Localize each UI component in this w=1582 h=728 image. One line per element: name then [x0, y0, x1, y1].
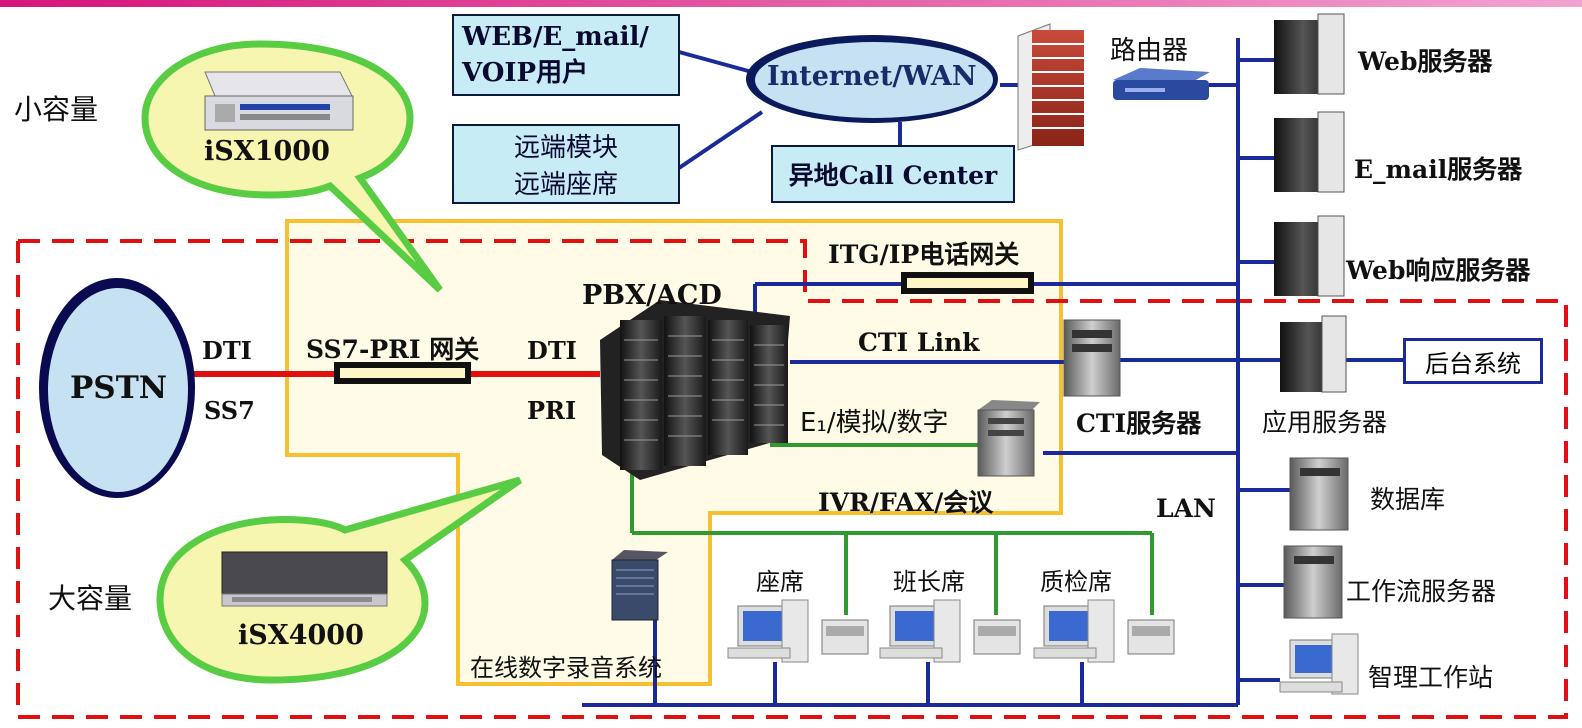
pstn-label: PSTN	[70, 370, 168, 406]
web-users-box: WEB/E_mail/ VOIP用户	[452, 14, 680, 96]
voice-lines	[630, 443, 1154, 615]
small-capacity-label: 小容量	[14, 93, 99, 126]
cti-server-label: CTI服务器	[1076, 409, 1202, 438]
qa-label: 质检席	[1040, 568, 1112, 596]
itg-label: ITG/IP电话网关	[828, 240, 1020, 269]
internet-label: Internet/WAN	[767, 61, 977, 92]
isx1000-label: iSX1000	[204, 136, 330, 167]
remote-line1: 远端模块	[513, 133, 618, 163]
ivr-label: IVR/FAX/会议	[818, 488, 994, 517]
top-bar	[0, 0, 1582, 7]
database-label: 数据库	[1370, 485, 1446, 514]
pstn-ss7-label: SS7	[204, 396, 255, 425]
pbx-dti-label: DTI	[527, 336, 577, 365]
web-server-label: Web服务器	[1358, 47, 1493, 76]
isx1000-device	[204, 71, 354, 131]
router-device	[1113, 68, 1210, 100]
lan-lines	[582, 38, 1405, 707]
web-users-line1: WEB/E_mail/	[462, 21, 649, 52]
router-label: 路由器	[1110, 36, 1189, 66]
remote-line2: 远端座席	[513, 170, 618, 200]
backend-box: 后台系统	[1403, 338, 1543, 384]
enterprise-boundary	[16, 241, 1568, 719]
pbx-pri-label: PRI	[527, 396, 577, 425]
web-response-server-label: Web响应服务器	[1346, 256, 1531, 285]
pbx-label: PBX/ACD	[582, 280, 722, 311]
e1-label: E₁/模拟/数字	[800, 408, 949, 438]
workflow-server-label: 工作流服务器	[1346, 577, 1497, 606]
ivr-server	[977, 400, 1040, 477]
itg-bar	[901, 272, 1034, 294]
isx4000-label: iSX4000	[238, 620, 364, 651]
recorder-server	[611, 550, 668, 621]
agent-workstations	[727, 599, 1175, 663]
remote-callcenter-box: 异地Call Center	[771, 145, 1015, 203]
workstation-label: 智理工作站	[1368, 663, 1494, 692]
large-capacity-label: 大容量	[48, 582, 133, 615]
firewall	[1017, 23, 1084, 151]
remote-callcenter-label: 异地Call Center	[788, 161, 998, 190]
email-server-label: E_mail服务器	[1354, 155, 1523, 184]
cti-link-label: CTI Link	[858, 328, 980, 357]
pstn-dti-label: DTI	[202, 336, 252, 365]
app-server-label: 应用服务器	[1262, 408, 1388, 437]
pbx-cluster	[600, 300, 790, 480]
cti-server-tower	[1063, 319, 1121, 397]
supervisor-label: 班长席	[893, 568, 965, 596]
isx4000-device	[221, 551, 388, 607]
backend-label: 后台系统	[1425, 349, 1521, 378]
remote-box: 远端模块 远端座席	[452, 124, 680, 204]
web-users-line2: VOIP用户	[462, 57, 589, 88]
server-towers	[1274, 13, 1359, 695]
lan-label: LAN	[1156, 494, 1216, 523]
recorder-label: 在线数字录音系统	[470, 654, 662, 682]
gateway-bar	[334, 362, 471, 384]
agent-label: 座席	[756, 568, 804, 596]
gateway-label: SS7-PRI 网关	[306, 335, 480, 364]
